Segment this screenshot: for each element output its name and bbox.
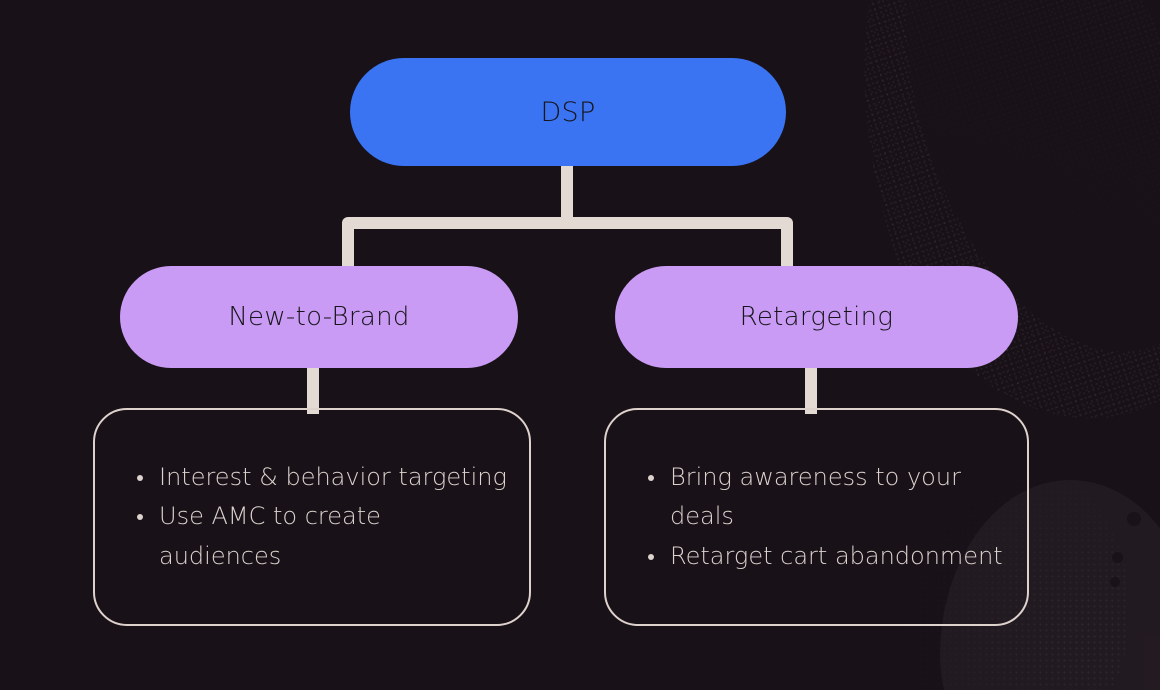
connector-root-stem: [561, 160, 573, 222]
panel-retargeting-details: Bring awareness to your deals Retarget c…: [604, 408, 1029, 626]
connector-horizontal-bar: [342, 217, 793, 229]
connector-left-drop: [342, 217, 354, 272]
node-dsp-label: DSP: [540, 96, 596, 128]
connector-new-to-brand-stem: [307, 362, 319, 414]
node-retargeting[interactable]: Retargeting: [615, 266, 1018, 368]
decorative-dot-icon: [1127, 512, 1141, 526]
connector-retargeting-stem: [805, 362, 817, 414]
list-item: Interest & behavior targeting: [137, 458, 509, 497]
connector-right-drop: [781, 217, 793, 272]
decorative-dot-icon: [1112, 552, 1123, 563]
bullet-list-retargeting: Bring awareness to your deals Retarget c…: [606, 458, 1027, 575]
stipple-texture-top-right-icon: [791, 0, 1160, 468]
decorative-dot-icon: [1110, 577, 1120, 587]
list-item: Bring awareness to your deals: [648, 458, 1007, 536]
list-item: Use AMC to create audiences: [137, 497, 509, 575]
list-item: Retarget cart abandonment: [648, 537, 1007, 576]
node-new-to-brand-label: New-to-Brand: [228, 302, 410, 332]
node-retargeting-label: Retargeting: [739, 302, 894, 332]
bullet-list-new-to-brand: Interest & behavior targeting Use AMC to…: [95, 458, 529, 575]
node-new-to-brand[interactable]: New-to-Brand: [120, 266, 518, 368]
node-dsp[interactable]: DSP: [350, 58, 786, 166]
panel-new-to-brand-details: Interest & behavior targeting Use AMC to…: [93, 408, 531, 626]
